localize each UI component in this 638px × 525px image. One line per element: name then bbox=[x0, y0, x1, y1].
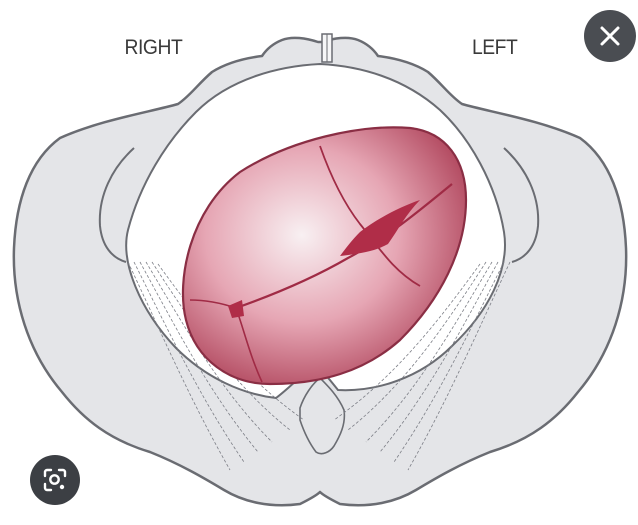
lens-search-icon bbox=[42, 467, 68, 493]
left-side-label: LEFT bbox=[472, 36, 517, 60]
close-button[interactable] bbox=[584, 10, 636, 62]
right-side-label: RIGHT bbox=[125, 36, 183, 60]
close-icon bbox=[599, 25, 621, 47]
pubic-symphysis bbox=[322, 34, 332, 62]
visual-search-button[interactable] bbox=[30, 455, 80, 505]
